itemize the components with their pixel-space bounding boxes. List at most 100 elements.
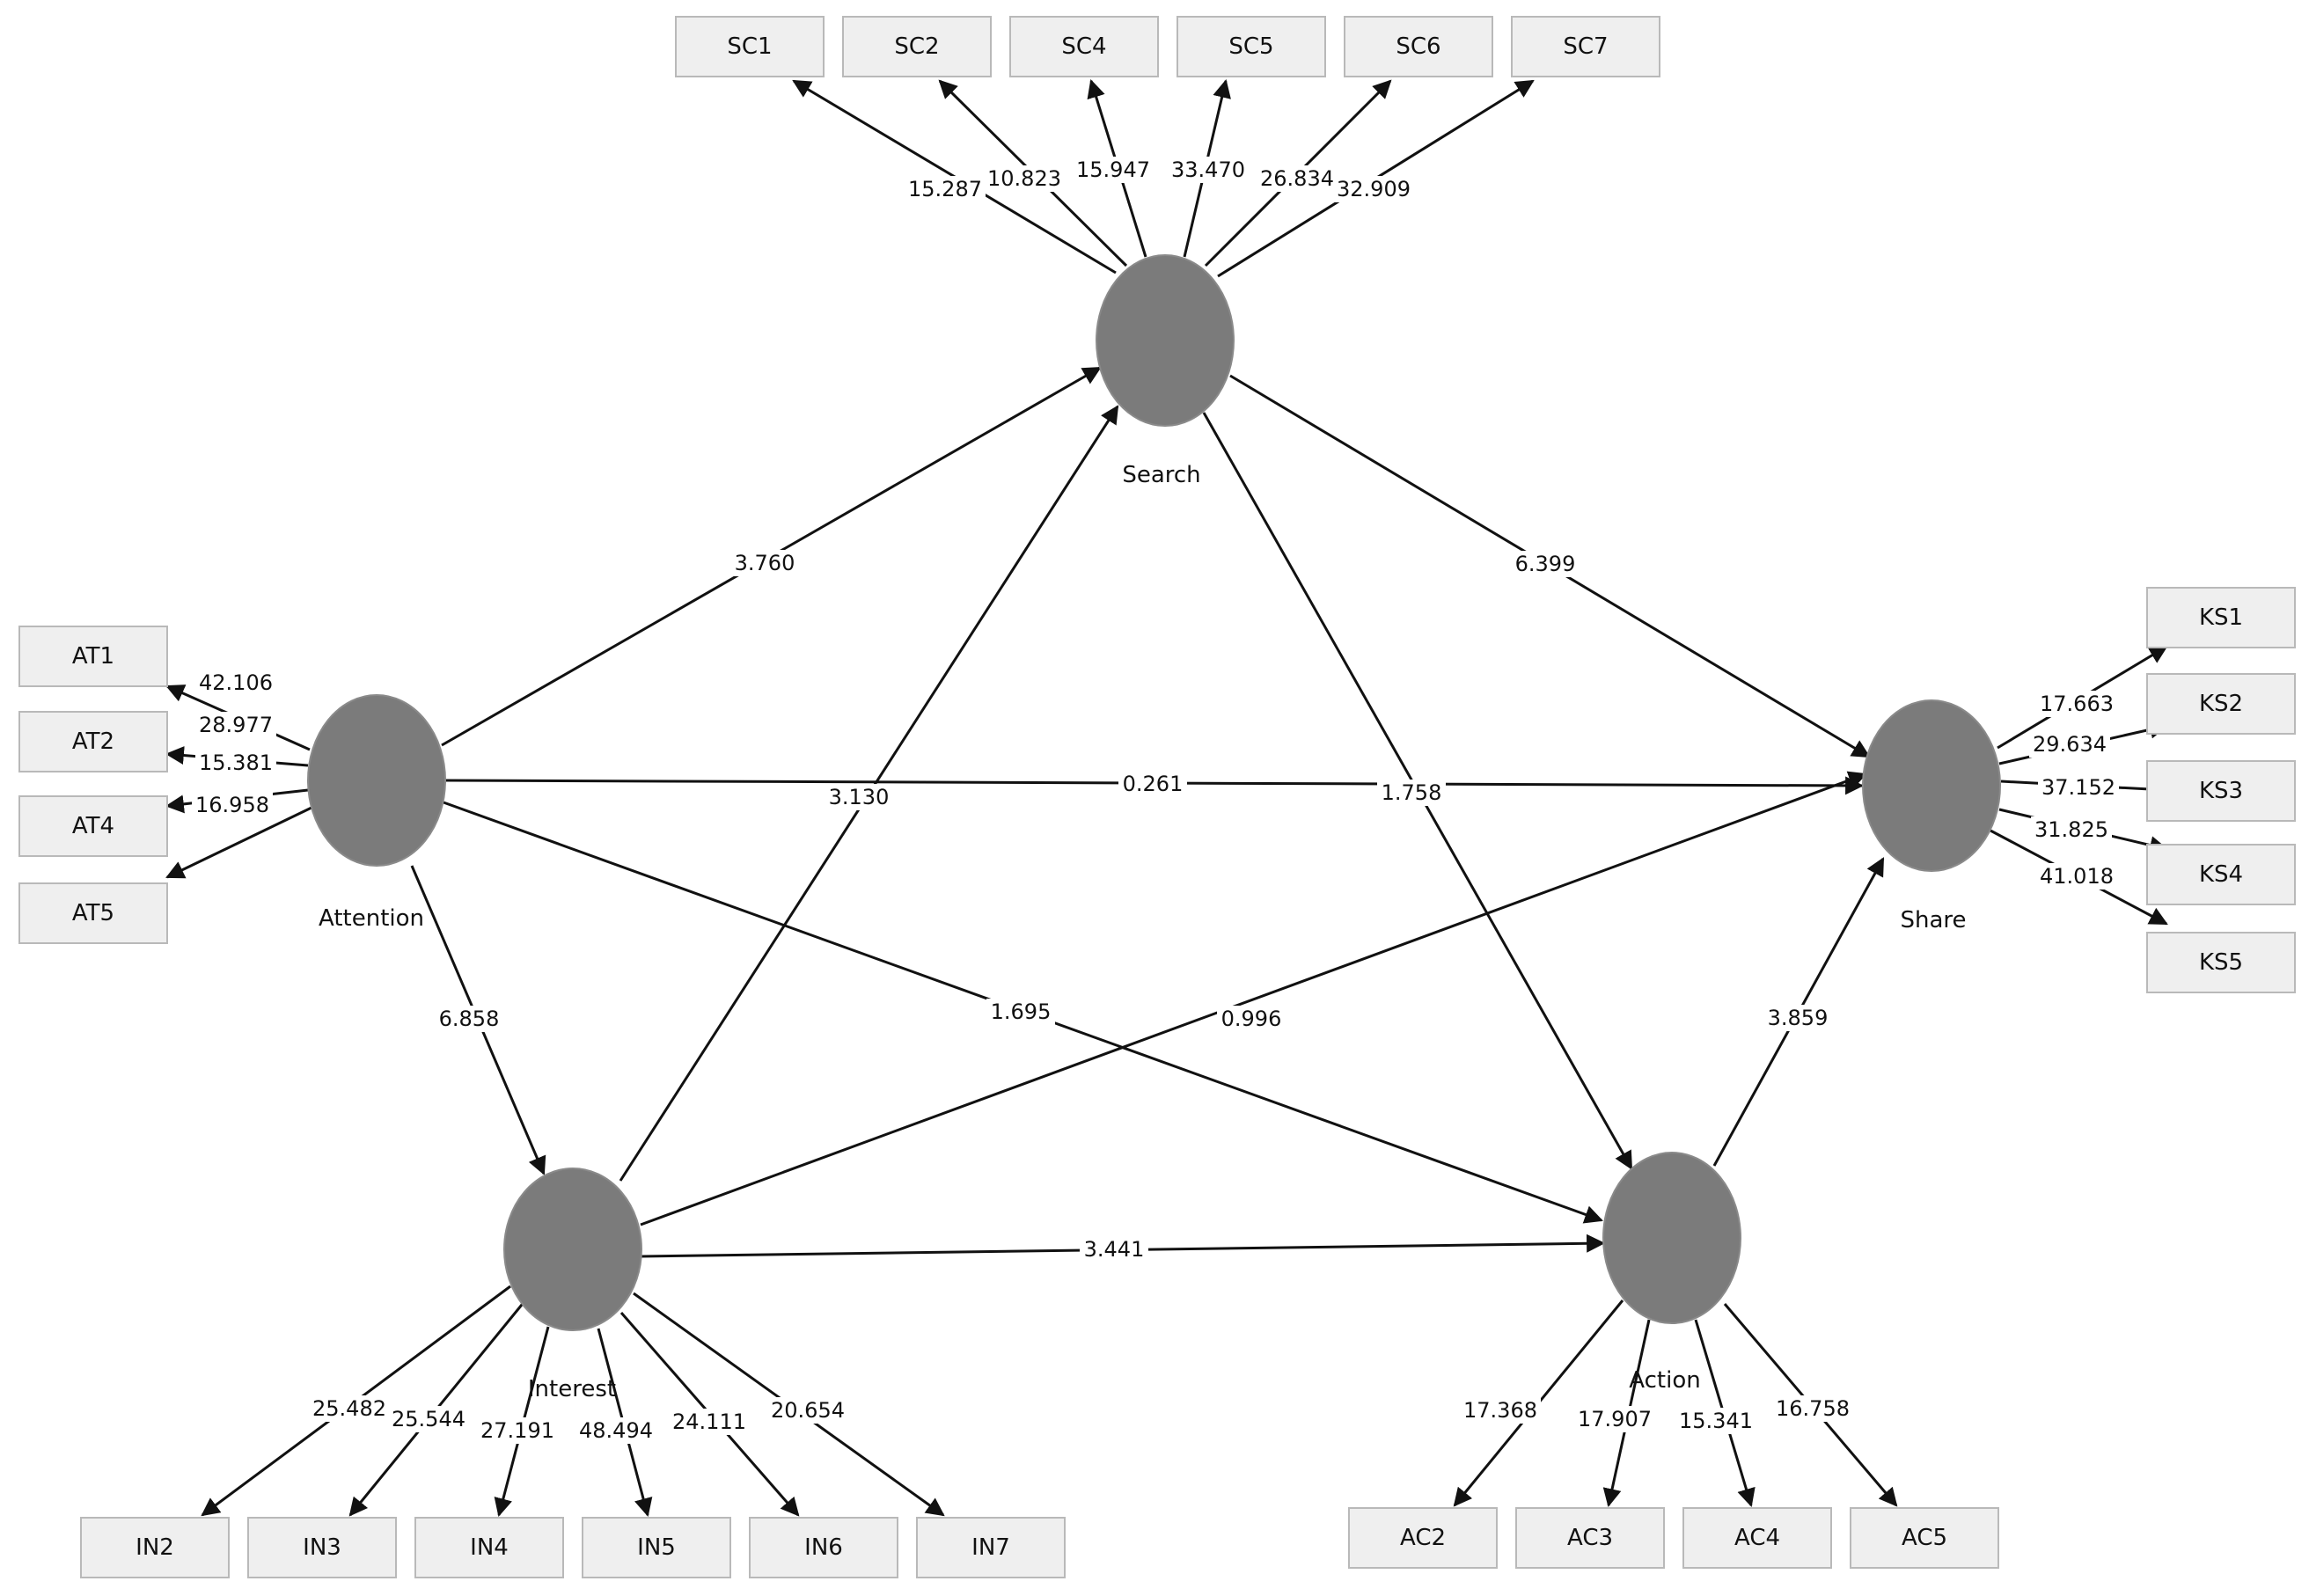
indicator-ac2: AC2 — [1348, 1507, 1498, 1569]
indicator-box-ks3 — [2146, 760, 2296, 822]
indicator-box-in6 — [749, 1517, 898, 1578]
indicator-label-in4: IN4 — [470, 1534, 509, 1561]
indicator-box-at4 — [18, 795, 168, 857]
indicator-box-sc5 — [1176, 16, 1326, 77]
indicator-label-ac3: AC3 — [1567, 1525, 1613, 1551]
indicator-label-ks2: KS2 — [2199, 691, 2243, 717]
loading-value-in4: 27.191 — [480, 1418, 554, 1443]
path-coefficient-attention-to-search: 3.760 — [735, 551, 795, 575]
loading-value-at1-bg — [195, 670, 276, 696]
construct-label-search: Search — [1122, 462, 1200, 488]
loading-value-ks2-bg — [2029, 731, 2110, 758]
indicator-box-sc6 — [1344, 16, 1493, 77]
indicator-label-at4: AT4 — [72, 813, 114, 839]
indicator-label-at2: AT2 — [72, 728, 114, 755]
indicator-sc2: SC2 — [842, 16, 992, 77]
loading-value-ks2: 29.634 — [2033, 732, 2107, 757]
indicator-at2: AT2 — [18, 711, 168, 772]
loading-value-sc6-bg — [1257, 165, 1338, 192]
loading-value-in6-bg — [669, 1409, 750, 1435]
indicator-box-ks4 — [2146, 844, 2296, 905]
loading-value-at5-bg — [192, 792, 273, 818]
indicator-sc5: SC5 — [1176, 16, 1326, 77]
loading-value-in5-bg — [575, 1417, 656, 1444]
indicator-at5: AT5 — [18, 882, 168, 944]
indicator-sc1: SC1 — [675, 16, 825, 77]
path-coefficient-search-to-action-bg — [1377, 780, 1446, 806]
loading-value-at2-bg — [195, 712, 276, 738]
construct-label-share: Share — [1900, 907, 1966, 933]
construct-action: Action — [1602, 1152, 1741, 1394]
indicator-box-in7 — [916, 1517, 1066, 1578]
loading-value-ks3: 37.152 — [2041, 775, 2115, 800]
loading-value-sc2: 10.823 — [987, 166, 1061, 191]
indicator-at4: AT4 — [18, 795, 168, 857]
indicator-box-ks2 — [2146, 673, 2296, 735]
indicator-label-at5: AT5 — [72, 900, 114, 926]
indicator-in4: IN4 — [414, 1517, 564, 1578]
indicator-ks3: KS3 — [2146, 760, 2296, 822]
indicator-box-sc4 — [1009, 16, 1159, 77]
indicator-label-in7: IN7 — [971, 1534, 1010, 1561]
indicator-in7: IN7 — [916, 1517, 1066, 1578]
indicator-ks1: KS1 — [2146, 587, 2296, 648]
path-coefficient-attention-to-share: 0.261 — [1123, 772, 1184, 796]
indicator-label-sc5: SC5 — [1228, 33, 1273, 60]
loading-value-sc7-bg — [1333, 176, 1414, 202]
loading-value-ks1-bg — [2036, 691, 2117, 717]
construct-node-action — [1602, 1152, 1741, 1324]
loading-value-sc1: 15.287 — [908, 177, 982, 201]
path-coefficient-search-to-action: 1.758 — [1382, 780, 1442, 805]
indicator-label-in5: IN5 — [637, 1534, 676, 1561]
path-coefficient-search-to-share: 6.399 — [1515, 552, 1576, 576]
construct-label-interest: Interest — [528, 1376, 616, 1402]
loading-value-ac4: 15.341 — [1679, 1409, 1753, 1433]
indicator-label-ks5: KS5 — [2199, 949, 2243, 976]
path-coefficient-interest-to-search: 3.130 — [829, 785, 890, 809]
indicator-ks4: KS4 — [2146, 844, 2296, 905]
path-coefficient-attention-to-search-bg — [730, 550, 799, 576]
path-coefficient-interest-to-search-bg — [825, 784, 893, 810]
indicator-box-ac2 — [1348, 1507, 1498, 1569]
indicator-label-sc1: SC1 — [727, 33, 772, 60]
indicator-box-in4 — [414, 1517, 564, 1578]
construct-node-share — [1862, 699, 2001, 872]
path-coefficient-attention-to-action-bg — [986, 999, 1055, 1025]
indicator-box-sc1 — [675, 16, 825, 77]
indicator-box-ac5 — [1850, 1507, 1999, 1569]
path-interest-to-share — [640, 771, 1867, 1226]
loading-value-sc4-bg — [1073, 157, 1154, 183]
indicator-box-in5 — [582, 1517, 731, 1578]
indicator-label-sc2: SC2 — [894, 33, 939, 60]
path-coefficient-interest-to-share-bg — [1217, 1006, 1286, 1032]
indicator-label-ks4: KS4 — [2199, 861, 2243, 888]
indicator-box-sc7 — [1511, 16, 1660, 77]
construct-attention: Attention — [307, 694, 446, 932]
indicator-label-sc7: SC7 — [1563, 33, 1608, 60]
path-coefficient-interest-to-action: 3.441 — [1084, 1237, 1145, 1262]
loading-value-ks3-bg — [2038, 774, 2119, 801]
loading-value-sc2-bg — [984, 165, 1065, 192]
construct-node-attention — [307, 694, 446, 867]
construct-share: Share — [1862, 699, 2001, 933]
loading-value-at2: 28.977 — [199, 713, 273, 737]
path-coefficient-attention-to-interest: 6.858 — [439, 1007, 500, 1031]
loading-value-in5: 48.494 — [579, 1418, 653, 1443]
loading-value-ks4-bg — [2031, 816, 2112, 843]
loading-value-in6: 24.111 — [672, 1409, 746, 1434]
path-coefficient-attention-to-interest-bg — [435, 1006, 503, 1032]
indicator-label-ac4: AC4 — [1734, 1525, 1780, 1551]
construct-node-interest — [503, 1168, 642, 1331]
indicator-in6: IN6 — [749, 1517, 898, 1578]
indicator-box-ks5 — [2146, 932, 2296, 993]
loading-value-in2-bg — [309, 1395, 390, 1422]
construct-node-search — [1096, 254, 1235, 427]
loading-value-ac2: 17.368 — [1463, 1398, 1537, 1423]
loading-value-in3-bg — [388, 1406, 469, 1432]
loading-value-ac5: 16.758 — [1776, 1396, 1850, 1421]
loading-value-sc5-bg — [1168, 157, 1249, 183]
loading-value-in7: 20.654 — [771, 1398, 845, 1423]
indicator-label-sc6: SC6 — [1396, 33, 1440, 60]
